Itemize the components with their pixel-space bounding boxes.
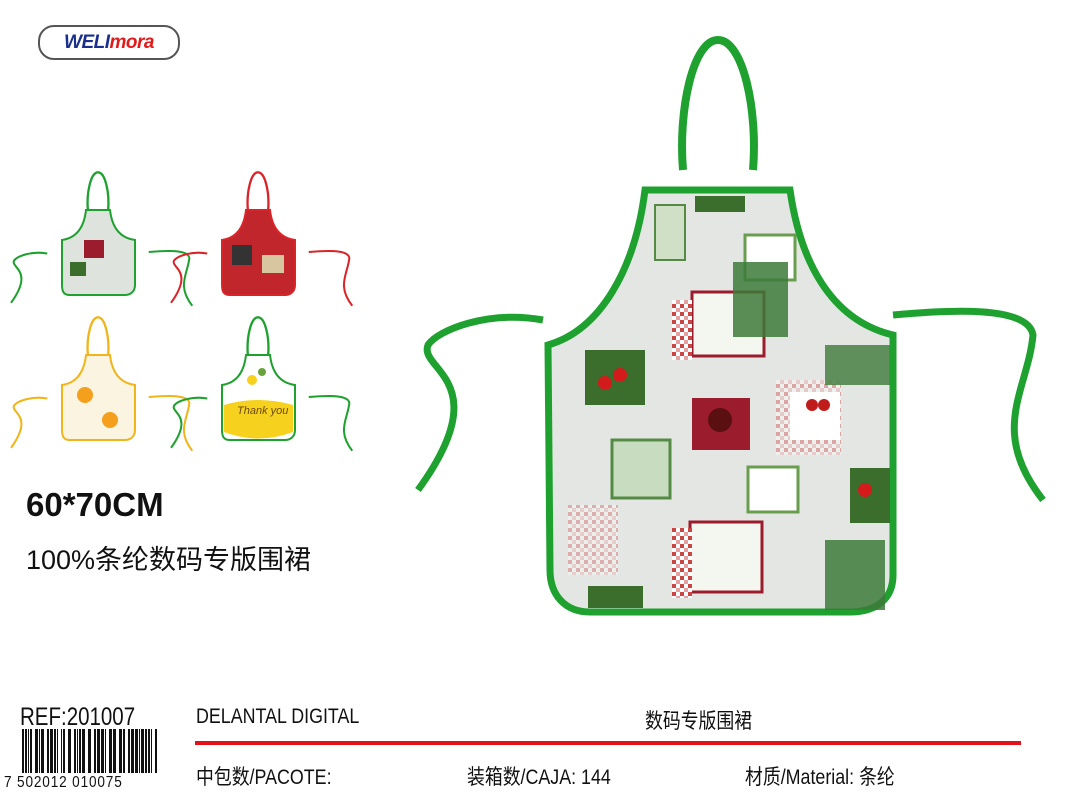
main-apron: [418, 40, 1043, 616]
product-ref: REF:201007: [20, 703, 136, 731]
spec-caja: 装箱数/CAJA: 144: [467, 766, 611, 789]
thumbnail-green: [9, 171, 194, 307]
spec-pacote: 中包数/PACOTE:: [196, 766, 332, 789]
divider-line: [195, 741, 1021, 745]
spec-material: 材质/Material: 条纶: [745, 766, 895, 789]
barcode-number: 7 502012 010075: [4, 774, 123, 791]
thumbnail-text: Thank you: [237, 405, 289, 417]
product-name-cn: 数码专版围裙: [645, 710, 753, 733]
thumbnail-lemon: [169, 316, 354, 452]
apron-illustrations: [9, 0, 1067, 616]
product-description: 100%条纶数码专版围裙: [26, 545, 312, 575]
thumbnail-yellow: [9, 316, 194, 452]
product-name-es: DELANTAL DIGITAL: [196, 705, 360, 728]
barcode: [22, 729, 157, 773]
thumbnail-red: [169, 171, 354, 307]
product-size: 60*70CM: [26, 486, 164, 523]
